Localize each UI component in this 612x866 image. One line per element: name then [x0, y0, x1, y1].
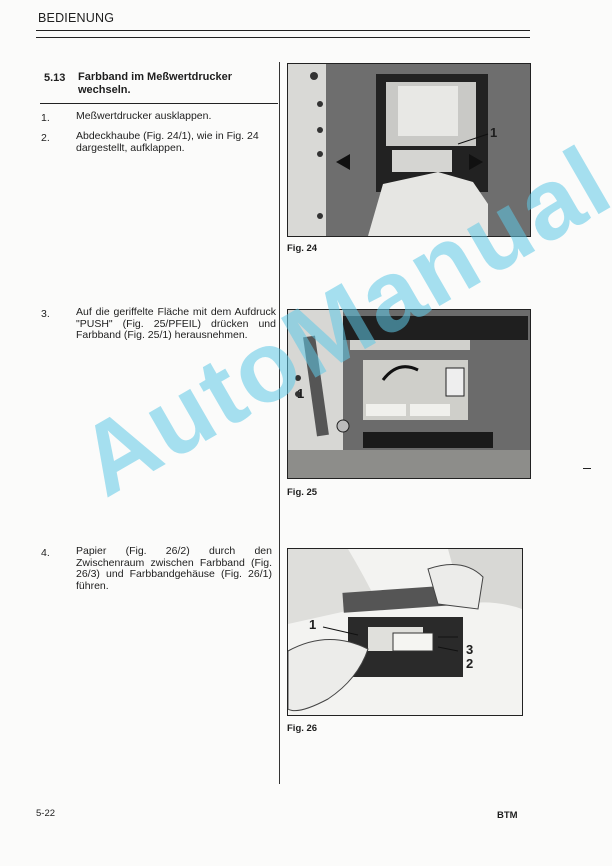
step-1-number: 1.	[41, 112, 50, 124]
step-1-text: Meßwertdrucker ausklappen.	[76, 110, 212, 122]
step-2-number: 2.	[41, 132, 50, 144]
figure-26-callout-3: 3	[466, 642, 474, 657]
column-divider	[279, 62, 280, 784]
step-4-text: Papier (Fig. 26/2) durch den Zwischenrau…	[76, 545, 272, 592]
margin-tick	[583, 468, 591, 469]
section-rule	[40, 103, 278, 104]
step-2-text: Abdeckhaube (Fig. 24/1), wie in Fig. 24 …	[76, 130, 259, 154]
section-title: Farbband im Meßwertdrucker wechseln.	[78, 71, 233, 96]
figure-26-callout-1: 1	[309, 617, 317, 632]
header-rule-bottom	[36, 37, 530, 38]
figure-26-callout-2: 2	[466, 656, 474, 671]
figure-24-callout-1: 1	[490, 125, 498, 140]
step-4-number: 4.	[41, 547, 50, 559]
section-number: 5.13	[44, 72, 66, 84]
header-rule-top	[36, 30, 530, 31]
footer-page-number: 5-22	[36, 808, 56, 819]
figure-26-photo	[287, 548, 523, 716]
step-3-number: 3.	[41, 308, 50, 320]
figure-25-photo	[287, 309, 531, 479]
footer-brand: BTM	[497, 810, 518, 821]
step-3-text: Auf die geriffelte Fläche mit dem Aufdru…	[76, 306, 276, 341]
figure-26-caption: Fig. 26	[287, 723, 318, 734]
page-header-title: BEDIENUNG	[38, 11, 115, 25]
figure-25-callout-1: 1	[297, 386, 305, 401]
figure-24-photo	[287, 63, 531, 237]
figure-25-caption: Fig. 25	[287, 487, 318, 498]
figure-24-caption: Fig. 24	[287, 243, 318, 254]
